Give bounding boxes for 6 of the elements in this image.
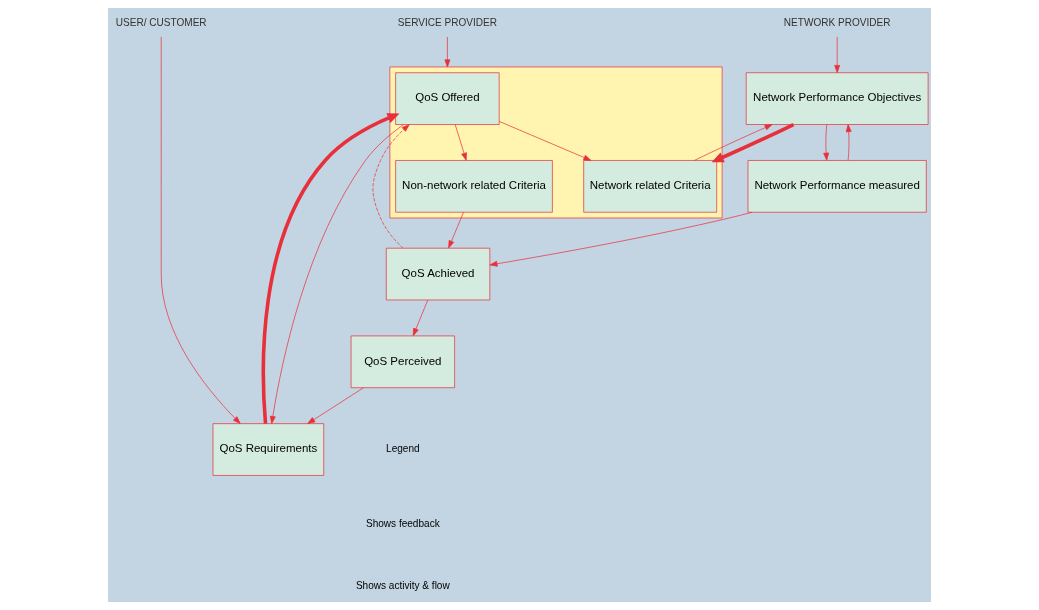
node-text: NETWORK PROVIDER [783, 17, 891, 29]
legend-label: Shows feedback [365, 517, 440, 529]
legend-label: Shows activity & flow [355, 579, 450, 591]
node-text: SERVICE PROVIDER [397, 17, 498, 29]
label: Legend [386, 443, 420, 455]
node-text: USER/ CUSTOMER [115, 17, 207, 29]
